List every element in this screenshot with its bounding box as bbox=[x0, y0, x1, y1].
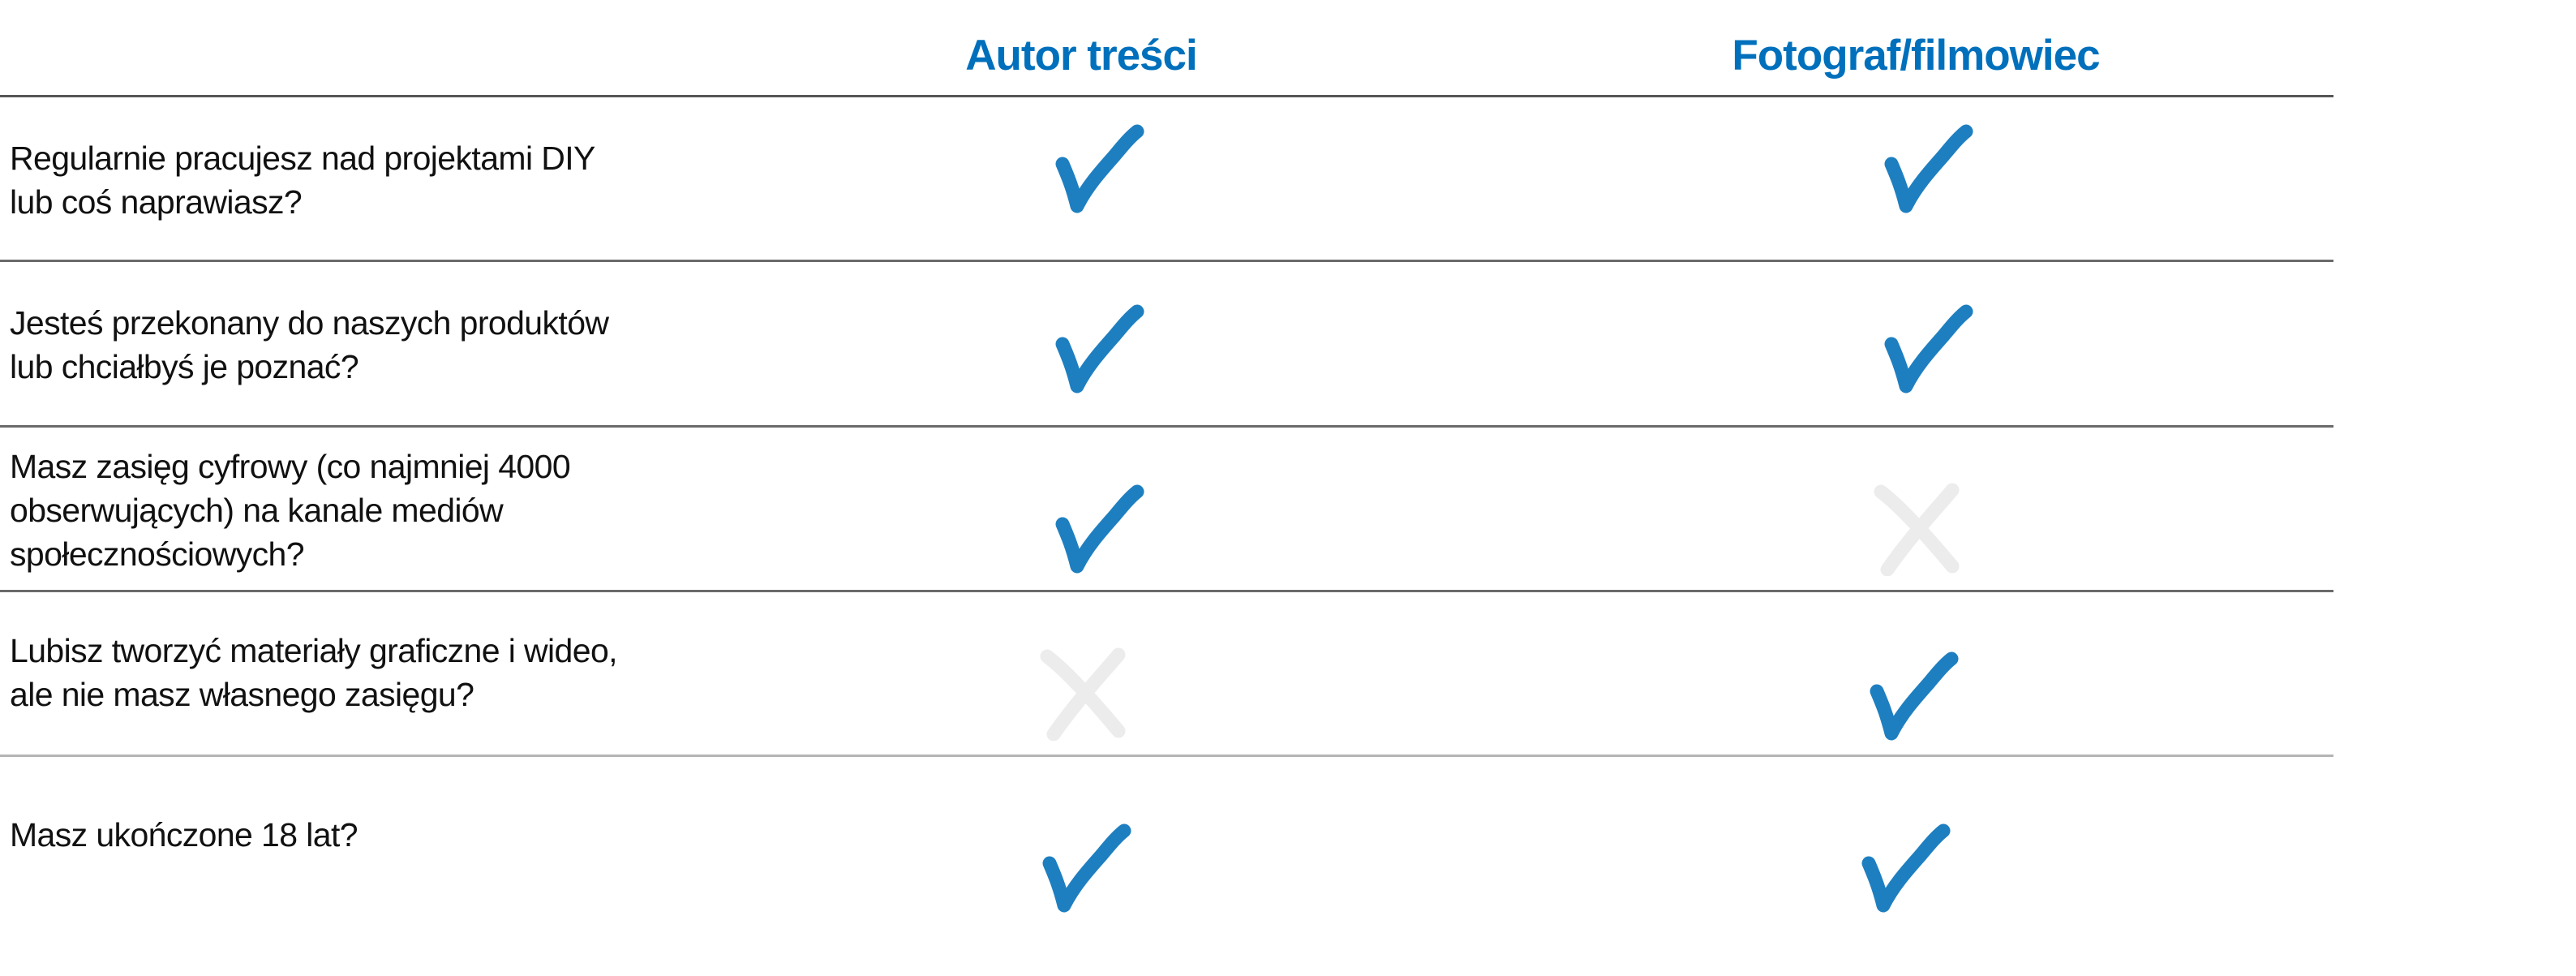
row-divider bbox=[0, 425, 2333, 428]
row-divider bbox=[0, 590, 2333, 592]
question-line: Masz zasięg cyfrowy (co najmniej 4000 bbox=[10, 448, 571, 485]
row-divider bbox=[0, 755, 2333, 757]
cross-stroke bbox=[1880, 483, 1960, 576]
row-1-col-2-mark bbox=[1880, 122, 1977, 219]
question-products: Jesteś przekonany do naszych produktów l… bbox=[10, 301, 740, 389]
row-4-col-2-mark bbox=[1865, 649, 1963, 746]
check-icon bbox=[1884, 124, 1973, 213]
row-3-col-2-mark bbox=[1870, 479, 1967, 576]
row-5-col-1-mark bbox=[1038, 821, 1136, 918]
column-header-photographer: Fotograf/filmowiec bbox=[1732, 32, 2100, 80]
question-line: obserwujących) na kanale mediów bbox=[10, 492, 504, 529]
check-stroke bbox=[1861, 823, 1951, 913]
check-stroke bbox=[1884, 124, 1973, 213]
cross-stroke bbox=[1046, 647, 1126, 741]
question-line: Regularnie pracujesz nad projektami DIY bbox=[10, 140, 595, 177]
row-divider bbox=[0, 260, 2333, 262]
check-icon bbox=[1870, 651, 1959, 741]
check-stroke bbox=[1055, 484, 1144, 574]
question-line: społecznościowych? bbox=[10, 535, 305, 573]
cross-icon bbox=[1040, 647, 1126, 741]
question-line: lub chciałbyś je poznać? bbox=[10, 348, 359, 385]
question-age: Masz ukończone 18 lat? bbox=[10, 813, 740, 857]
check-stroke bbox=[1042, 823, 1131, 913]
row-1-col-1-mark bbox=[1051, 122, 1148, 219]
question-line: lub coś naprawiasz? bbox=[10, 183, 303, 221]
check-stroke bbox=[1870, 651, 1959, 741]
check-icon bbox=[1055, 484, 1144, 574]
question-diy: Regularnie pracujesz nad projektami DIY … bbox=[10, 136, 740, 224]
question-line: Lubisz tworzyć materiały graficzne i wid… bbox=[10, 632, 618, 669]
check-stroke bbox=[1055, 304, 1144, 393]
question-line: Masz ukończone 18 lat? bbox=[10, 816, 358, 853]
check-icon bbox=[1884, 304, 1973, 393]
question-line: ale nie masz własnego zasięgu? bbox=[10, 676, 474, 713]
question-line: Jesteś przekonany do naszych produktów bbox=[10, 304, 609, 342]
check-icon bbox=[1055, 124, 1144, 213]
row-4-col-1-mark bbox=[1036, 643, 1133, 741]
column-header-content-author: Autor treści bbox=[965, 32, 1197, 80]
row-2-col-1-mark bbox=[1051, 302, 1148, 399]
check-icon bbox=[1055, 304, 1144, 393]
header-divider bbox=[0, 95, 2333, 97]
check-icon bbox=[1861, 823, 1951, 913]
row-2-col-2-mark bbox=[1880, 302, 1977, 399]
question-creative: Lubisz tworzyć materiały graficzne i wid… bbox=[10, 629, 740, 716]
check-stroke bbox=[1055, 124, 1144, 213]
row-3-col-1-mark bbox=[1051, 482, 1148, 579]
check-stroke bbox=[1884, 304, 1973, 393]
cross-icon bbox=[1874, 483, 1960, 576]
question-reach: Masz zasięg cyfrowy (co najmniej 4000 ob… bbox=[10, 445, 740, 576]
row-5-col-2-mark bbox=[1857, 821, 1955, 918]
check-icon bbox=[1042, 823, 1131, 913]
